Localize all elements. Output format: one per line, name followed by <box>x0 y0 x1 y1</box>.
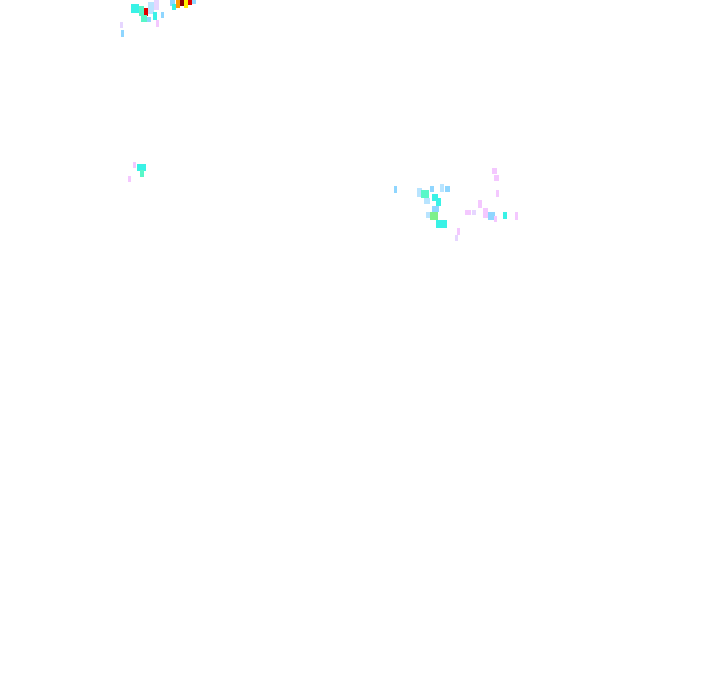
echo-pixel <box>161 12 164 18</box>
echo-pixel <box>172 4 176 10</box>
echo-pixel <box>154 0 159 10</box>
echo-cluster-central-cluster <box>394 184 460 241</box>
echo-pixel <box>455 235 458 241</box>
echo-pixel <box>432 206 439 212</box>
echo-pixel <box>503 212 507 219</box>
echo-pixel <box>465 210 471 215</box>
echo-pixel <box>494 175 499 181</box>
echo-pixel <box>141 15 147 22</box>
echo-pixel <box>488 212 495 220</box>
echo-pixel <box>436 198 441 206</box>
echo-pixel <box>421 190 429 198</box>
echo-pixel <box>140 170 144 177</box>
echo-pixel <box>133 162 136 168</box>
echo-pixel <box>147 17 151 22</box>
echo-pixel <box>131 4 139 13</box>
echo-pixel <box>445 186 450 192</box>
echo-pixel <box>139 6 144 16</box>
echo-cluster-central-east-scatter <box>465 168 518 222</box>
echo-pixel <box>120 22 123 28</box>
echo-pixel <box>432 194 438 201</box>
echo-pixel <box>137 164 146 171</box>
echo-pixel <box>496 190 499 197</box>
echo-pixel <box>121 30 124 37</box>
echo-pixel <box>440 184 444 192</box>
radar-echo-layer <box>120 0 518 241</box>
echo-pixel <box>170 0 175 6</box>
echo-pixel <box>153 12 157 20</box>
echo-pixel <box>424 198 430 204</box>
echo-pixel <box>492 168 497 174</box>
echo-pixel <box>472 210 476 215</box>
echo-pixel <box>483 208 488 218</box>
echo-pixel <box>188 0 192 5</box>
echo-pixel <box>478 200 482 208</box>
echo-pixel <box>184 0 188 8</box>
echo-pixel <box>426 212 431 218</box>
echo-pixel <box>436 220 447 228</box>
echo-pixel <box>128 176 131 182</box>
echo-pixel <box>144 8 148 16</box>
echo-cluster-northwest-band <box>120 0 196 37</box>
echo-pixel <box>180 0 184 6</box>
echo-pixel <box>156 20 159 27</box>
echo-pixel <box>176 0 180 8</box>
echo-pixel <box>148 2 154 14</box>
echo-pixel <box>457 228 460 235</box>
echo-pixel <box>430 212 438 220</box>
echo-pixel <box>192 0 196 4</box>
echo-pixel <box>430 186 434 192</box>
echo-pixel <box>515 212 518 220</box>
echo-pixel <box>394 186 397 193</box>
echo-pixel <box>417 188 422 197</box>
echo-pixel <box>494 216 497 222</box>
echo-cluster-west-fragment <box>128 162 146 182</box>
